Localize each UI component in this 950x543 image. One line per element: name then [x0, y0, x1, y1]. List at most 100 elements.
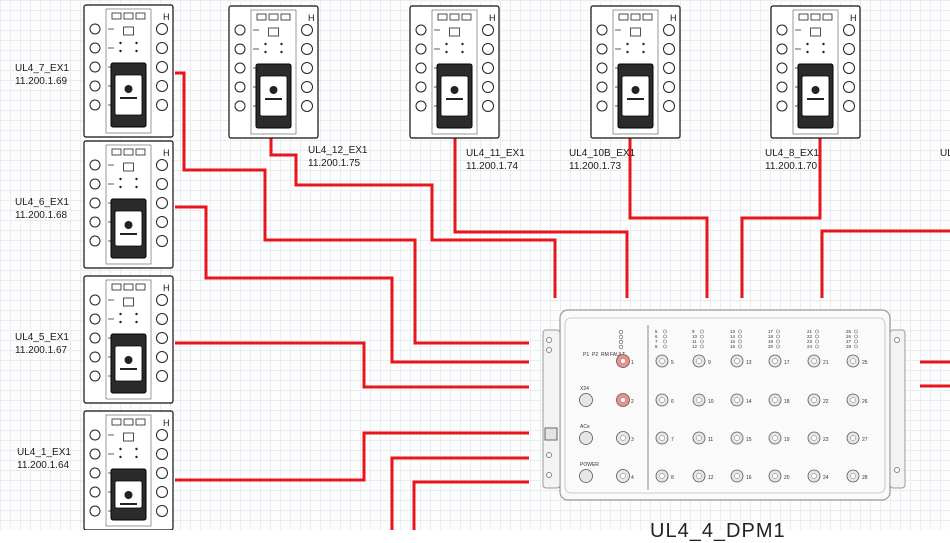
supply-port[interactable] [579, 431, 593, 445]
port-circle[interactable] [89, 332, 101, 344]
port-circle[interactable] [776, 43, 788, 55]
port-circle[interactable] [156, 42, 168, 54]
io-module[interactable]: H [228, 5, 319, 139]
port-circle[interactable] [776, 24, 788, 36]
port-circle[interactable] [234, 81, 246, 93]
port-circle[interactable] [89, 294, 101, 306]
port-circle[interactable] [234, 43, 246, 55]
port-circle[interactable] [89, 313, 101, 325]
port-circle[interactable] [156, 197, 168, 209]
port-circle[interactable] [89, 61, 101, 73]
port-circle[interactable] [663, 81, 675, 93]
port-circle[interactable] [776, 62, 788, 74]
port-circle[interactable] [234, 100, 246, 112]
supply-port[interactable] [579, 469, 593, 483]
port-circle[interactable] [776, 81, 788, 93]
port-circle[interactable] [156, 429, 168, 441]
port-circle[interactable] [301, 24, 313, 36]
io-module[interactable]: H [83, 410, 174, 530]
status-led [135, 148, 146, 156]
port-circle[interactable] [415, 43, 427, 55]
port-circle[interactable] [156, 448, 168, 460]
port-circle[interactable] [596, 43, 608, 55]
port-circle[interactable] [663, 62, 675, 74]
port-circle[interactable] [301, 62, 313, 74]
port-circle[interactable] [156, 313, 168, 325]
io-module[interactable]: H [83, 140, 174, 269]
port-circle[interactable] [663, 24, 675, 36]
port-pin [696, 435, 702, 441]
port-circle[interactable] [156, 505, 168, 517]
port-circle[interactable] [156, 467, 168, 479]
port-circle[interactable] [89, 80, 101, 92]
port-circle[interactable] [596, 62, 608, 74]
mount-hole [894, 467, 900, 473]
port-circle[interactable] [843, 24, 855, 36]
port-circle[interactable] [156, 178, 168, 190]
port-circle[interactable] [843, 100, 855, 112]
port-circle[interactable] [482, 24, 494, 36]
port-circle[interactable] [89, 370, 101, 382]
port-circle[interactable] [156, 216, 168, 228]
port-circle[interactable] [301, 81, 313, 93]
io-module[interactable]: H [83, 4, 174, 138]
port-circle[interactable] [89, 197, 101, 209]
io-module[interactable]: H [409, 5, 500, 139]
io-module[interactable]: H [83, 275, 174, 404]
port-circle[interactable] [843, 62, 855, 74]
port-circle[interactable] [89, 42, 101, 54]
port-circle[interactable] [156, 23, 168, 35]
port-circle[interactable] [156, 159, 168, 171]
port-circle[interactable] [89, 351, 101, 363]
port-circle[interactable] [156, 80, 168, 92]
port-circle[interactable] [89, 159, 101, 171]
dot-mark [264, 42, 267, 46]
port-circle[interactable] [776, 100, 788, 112]
port-circle[interactable] [156, 332, 168, 344]
port-circle[interactable] [663, 100, 675, 112]
dot-mark [135, 320, 138, 324]
port-circle[interactable] [156, 294, 168, 306]
port-circle[interactable] [89, 235, 101, 247]
port-circle[interactable] [89, 216, 101, 228]
port-circle[interactable] [156, 61, 168, 73]
port-circle[interactable] [89, 429, 101, 441]
port-circle[interactable] [89, 448, 101, 460]
port-circle[interactable] [156, 235, 168, 247]
port-circle[interactable] [89, 486, 101, 498]
port-circle[interactable] [156, 486, 168, 498]
port-circle[interactable] [596, 24, 608, 36]
port-circle[interactable] [415, 100, 427, 112]
status-led [123, 148, 134, 156]
io-module[interactable]: H [770, 5, 861, 139]
port-circle[interactable] [234, 24, 246, 36]
port-circle[interactable] [89, 178, 101, 190]
port-circle[interactable] [482, 62, 494, 74]
port-circle[interactable] [482, 43, 494, 55]
port-circle[interactable] [596, 100, 608, 112]
port-circle[interactable] [89, 505, 101, 517]
port-circle[interactable] [663, 43, 675, 55]
port-circle[interactable] [482, 100, 494, 112]
io-module[interactable]: H [590, 5, 681, 139]
port-circle[interactable] [89, 23, 101, 35]
port-circle[interactable] [415, 81, 427, 93]
port-circle[interactable] [89, 99, 101, 111]
port-circle[interactable] [482, 81, 494, 93]
port-circle[interactable] [301, 100, 313, 112]
port-circle[interactable] [415, 24, 427, 36]
port-circle[interactable] [156, 99, 168, 111]
port-number: 4 [631, 475, 634, 481]
port-circle[interactable] [843, 81, 855, 93]
port-circle[interactable] [156, 370, 168, 382]
port-circle[interactable] [843, 43, 855, 55]
port-circle[interactable] [234, 62, 246, 74]
port-label: POWER [580, 462, 599, 468]
port-circle[interactable] [415, 62, 427, 74]
port-circle[interactable] [89, 467, 101, 479]
port-circle[interactable] [156, 351, 168, 363]
port-circle[interactable] [301, 43, 313, 55]
port-circle[interactable] [596, 81, 608, 93]
supply-port[interactable] [579, 393, 593, 407]
